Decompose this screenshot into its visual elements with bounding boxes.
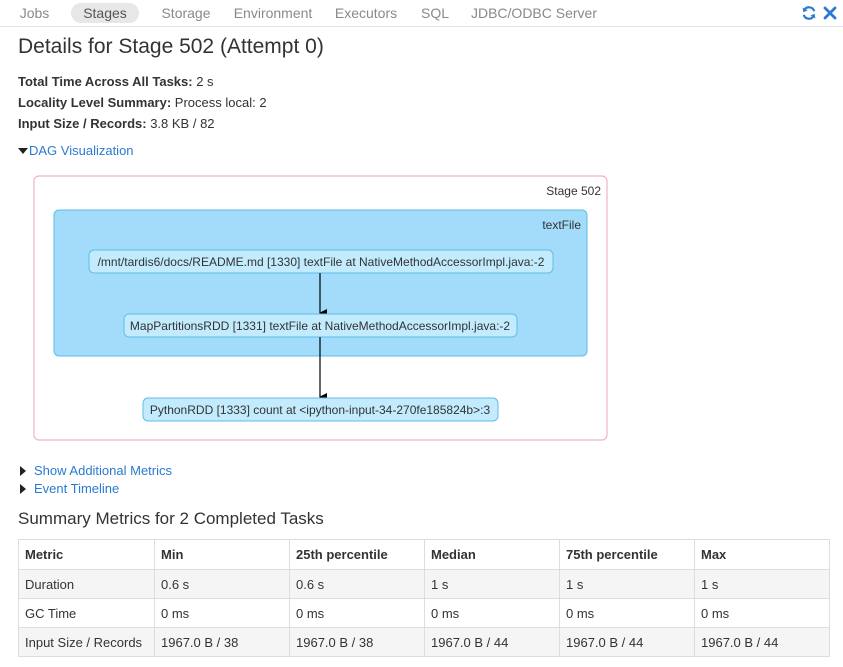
table-cell: 1967.0 B / 38 — [154, 627, 290, 657]
tab-jdbc-odbc-server[interactable]: JDBC/ODBC Server — [470, 5, 598, 21]
tab-sql[interactable]: SQL — [420, 5, 449, 21]
tab-environment[interactable]: Environment — [233, 5, 313, 21]
tab-storage[interactable]: Storage — [161, 5, 211, 21]
dag-node-readme[interactable] — [88, 249, 554, 274]
textfile-cluster-label: textFile — [542, 218, 581, 232]
total-time-value: 2 s — [196, 74, 214, 89]
dag-graph: Stage 502 textFile /mnt/tardis6/docs/REA… — [33, 175, 608, 441]
table-row: Duration 0.6 s 0.6 s 1 s 1 s 1 s — [18, 569, 830, 599]
table-row: Input Size / Records 1967.0 B / 38 1967.… — [18, 627, 830, 657]
input-size-label: Input Size / Records: — [18, 116, 147, 131]
table-cell: 1 s — [559, 569, 695, 599]
table-cell: GC Time — [18, 598, 155, 628]
column-header-75th-percentile[interactable]: 75th percentile — [559, 539, 695, 570]
table-cell: 0 ms — [154, 598, 290, 628]
locality-label: Locality Level Summary: — [18, 95, 172, 110]
locality-value: Process local: 2 — [174, 95, 267, 110]
table-cell: Input Size / Records — [18, 627, 155, 657]
table-cell: 0.6 s — [289, 569, 425, 599]
column-header-25th-percentile[interactable]: 25th percentile — [289, 539, 425, 570]
page-title: Details for Stage 502 (Attempt 0) — [18, 35, 324, 58]
tab-stages[interactable]: Stages — [71, 3, 139, 23]
input-size-row: Input Size / Records: 3.8 KB / 82 — [18, 113, 267, 134]
summary-metrics-table: Metric Min 25th percentile Median 75th p… — [18, 539, 830, 657]
table-row: GC Time 0 ms 0 ms 0 ms 0 ms 0 ms — [18, 598, 830, 628]
table-cell: 1967.0 B / 38 — [289, 627, 425, 657]
table-cell: 0.6 s — [154, 569, 290, 599]
input-size-value: 3.8 KB / 82 — [150, 116, 215, 131]
total-time-label: Total Time Across All Tasks: — [18, 74, 193, 89]
collapsed-triangle-icon — [20, 483, 26, 494]
dag-visualization-toggle[interactable]: DAG Visualization — [18, 143, 134, 158]
total-time-row: Total Time Across All Tasks: 2 s — [18, 71, 267, 92]
table-cell: 1967.0 B / 44 — [694, 627, 830, 657]
summary-metrics-title: Summary Metrics for 2 Completed Tasks — [18, 509, 324, 528]
table-cell: 0 ms — [424, 598, 560, 628]
collapsed-triangle-icon — [20, 465, 26, 476]
column-header-min[interactable]: Min — [154, 539, 290, 570]
table-cell: Duration — [18, 569, 155, 599]
column-header-median[interactable]: Median — [424, 539, 560, 570]
table-cell: 0 ms — [289, 598, 425, 628]
table-cell: 1967.0 B / 44 — [559, 627, 695, 657]
tab-executors[interactable]: Executors — [334, 5, 398, 21]
table-cell: 1 s — [694, 569, 830, 599]
close-icon[interactable] — [823, 6, 837, 20]
refresh-icon[interactable] — [801, 5, 817, 21]
locality-row: Locality Level Summary: Process local: 2 — [18, 92, 267, 113]
top-navbar: Jobs Stages Storage Environment Executor… — [0, 0, 843, 27]
table-header-row: Metric Min 25th percentile Median 75th p… — [18, 539, 830, 570]
dag-node-pythonrdd-label: PythonRDD [1333] count at <ipython-input… — [150, 403, 491, 417]
table-cell: 0 ms — [694, 598, 830, 628]
dag-node-readme-label: /mnt/tardis6/docs/README.md [1330] textF… — [98, 255, 545, 269]
table-cell: 1967.0 B / 44 — [424, 627, 560, 657]
stage-summary: Total Time Across All Tasks: 2 s Localit… — [18, 71, 267, 134]
stage-cluster-label: Stage 502 — [546, 184, 601, 198]
show-additional-metrics-label: Show Additional Metrics — [34, 463, 173, 478]
show-additional-metrics-toggle[interactable]: Show Additional Metrics — [20, 463, 172, 478]
table-cell: 1 s — [424, 569, 560, 599]
event-timeline-label: Event Timeline — [34, 481, 120, 496]
tab-jobs[interactable]: Jobs — [19, 5, 50, 21]
table-cell: 0 ms — [559, 598, 695, 628]
column-header-metric[interactable]: Metric — [18, 539, 155, 570]
dag-node-mappartitions-label: MapPartitionsRDD [1331] textFile at Nati… — [130, 319, 510, 333]
column-header-max[interactable]: Max — [694, 539, 830, 570]
dag-node-pythonrdd[interactable] — [142, 397, 499, 422]
dag-visualization-label: DAG Visualization — [29, 143, 134, 158]
expanded-triangle-icon — [18, 147, 28, 154]
event-timeline-toggle[interactable]: Event Timeline — [20, 481, 119, 496]
